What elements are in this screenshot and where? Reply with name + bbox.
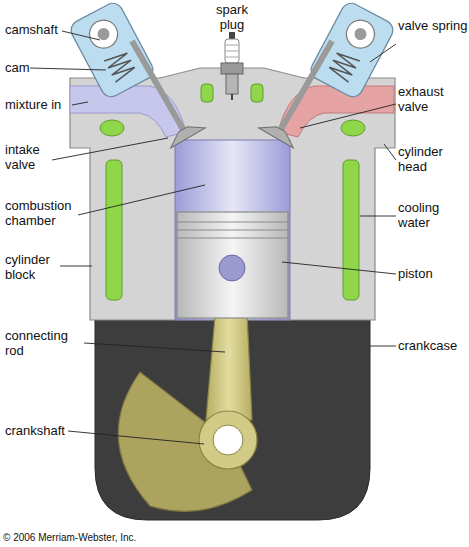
part-label: connecting rod — [5, 328, 90, 358]
piston-shape — [177, 212, 288, 318]
piston-ring — [177, 222, 288, 223]
intake-valve-shape — [115, 31, 206, 148]
part-label: intake valve — [5, 142, 57, 172]
cooling-channel — [251, 84, 263, 102]
exhaust-port — [278, 86, 394, 137]
exhaust-valve-housing — [308, 0, 397, 100]
part-label: cylinder head — [398, 144, 468, 174]
cylinder-block-shape — [70, 68, 395, 320]
part-label: spark plug — [207, 2, 257, 32]
part-label: cooling water — [398, 200, 468, 230]
cooling-channel — [100, 120, 124, 136]
part-label: crankcase — [398, 338, 468, 353]
cooling-channel — [343, 160, 359, 300]
part-label: camshaft — [5, 22, 75, 37]
cooling-channel — [341, 120, 365, 136]
leader-lines — [30, 31, 396, 444]
part-label: exhaust valve — [398, 84, 468, 114]
part-label: piston — [398, 266, 468, 281]
cylinder-bore — [175, 140, 290, 320]
part-label: valve spring — [398, 18, 468, 33]
cooling-channel — [201, 84, 213, 102]
crank-pin — [213, 425, 243, 455]
part-label: combustion chamber — [5, 198, 90, 228]
piston-ring — [177, 230, 288, 231]
piston-pin — [219, 255, 245, 281]
spark-plug-shape — [221, 32, 243, 100]
exhaust-valve-shape — [259, 31, 350, 148]
cooling-channel — [106, 160, 122, 300]
piston-ring — [177, 238, 288, 239]
part-label: cam — [5, 60, 45, 75]
copyright-note: © 2006 Merriam-Webster, Inc. — [3, 532, 303, 544]
part-label: mixture in — [5, 97, 85, 112]
intake-valve-housing — [68, 0, 157, 100]
intake-port — [70, 86, 186, 137]
rod-big-end — [199, 411, 257, 469]
part-label: crankshaft — [5, 423, 85, 438]
part-label: cylinder block — [5, 252, 63, 282]
